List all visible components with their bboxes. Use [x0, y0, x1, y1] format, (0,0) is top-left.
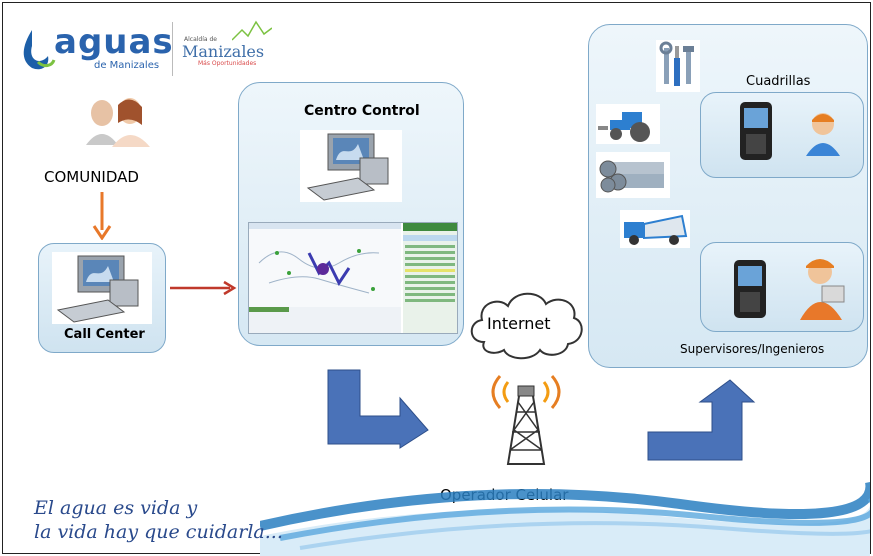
- tools-image: [656, 40, 700, 92]
- crews-panel: [700, 92, 864, 178]
- engineer-avatar-icon: [800, 259, 845, 320]
- logo-divider: [172, 22, 173, 76]
- community-label: COMUNIDAD: [44, 168, 139, 186]
- manizales-tag-text: Más Oportunidades: [198, 60, 257, 67]
- gis-dashboard-screenshot: [248, 222, 458, 334]
- orange-down-arrow: [92, 192, 112, 240]
- internet-cloud-icon: [470, 292, 583, 360]
- tagline-line-1: El agua es vida y: [34, 497, 198, 519]
- map-screenshot-graphic: [249, 223, 457, 333]
- manizales-logo-text: Manizales: [182, 42, 265, 61]
- mobile-phone-icon: [740, 102, 772, 160]
- aguas-logo: aguas de Manizales: [18, 22, 173, 78]
- control-center-label: Centro Control: [304, 103, 420, 119]
- tractor-icon: [598, 112, 650, 142]
- tagline-line-2: la vida hay que cuidarla...: [34, 521, 283, 543]
- blue-arrow-right-up: [647, 379, 756, 461]
- blue-arrow-down-right: [327, 369, 429, 449]
- red-right-arrow: [170, 280, 237, 296]
- community-people-icon: [86, 98, 150, 147]
- worker-avatar-icon: [806, 113, 840, 156]
- water-drop-icon: [23, 30, 56, 70]
- pipes-icon: [599, 160, 664, 193]
- call-center-computer-image: [52, 252, 152, 324]
- truck-image: [620, 210, 690, 248]
- mobile-phone-icon: [734, 260, 766, 318]
- mountain-icon: [232, 20, 272, 41]
- manizales-small-text: Alcaldía de: [184, 36, 217, 43]
- cell-tower-icon: [491, 375, 561, 465]
- decorative-wave: [260, 482, 870, 556]
- tagline: El agua es vida y la vida hay que cuidar…: [34, 496, 283, 544]
- tools-icon: [659, 41, 694, 86]
- aguas-logo-text: aguas: [54, 22, 174, 62]
- truck-icon: [624, 214, 688, 245]
- computer-icon: [56, 255, 139, 323]
- aguas-logo-subtext: de Manizales: [94, 60, 160, 71]
- supervisors-label: Supervisores/Ingenieros: [680, 342, 825, 356]
- crews-label: Cuadrillas: [746, 74, 811, 89]
- call-center-label: Call Center: [64, 327, 145, 342]
- internet-label: Internet: [487, 314, 551, 333]
- tractor-image: [596, 104, 660, 144]
- pipes-image: [596, 152, 670, 198]
- manizales-logo: Alcaldía de Manizales Más Oportunidades: [180, 20, 280, 72]
- computer-icon: [306, 133, 389, 201]
- control-center-computer-image: [300, 130, 402, 202]
